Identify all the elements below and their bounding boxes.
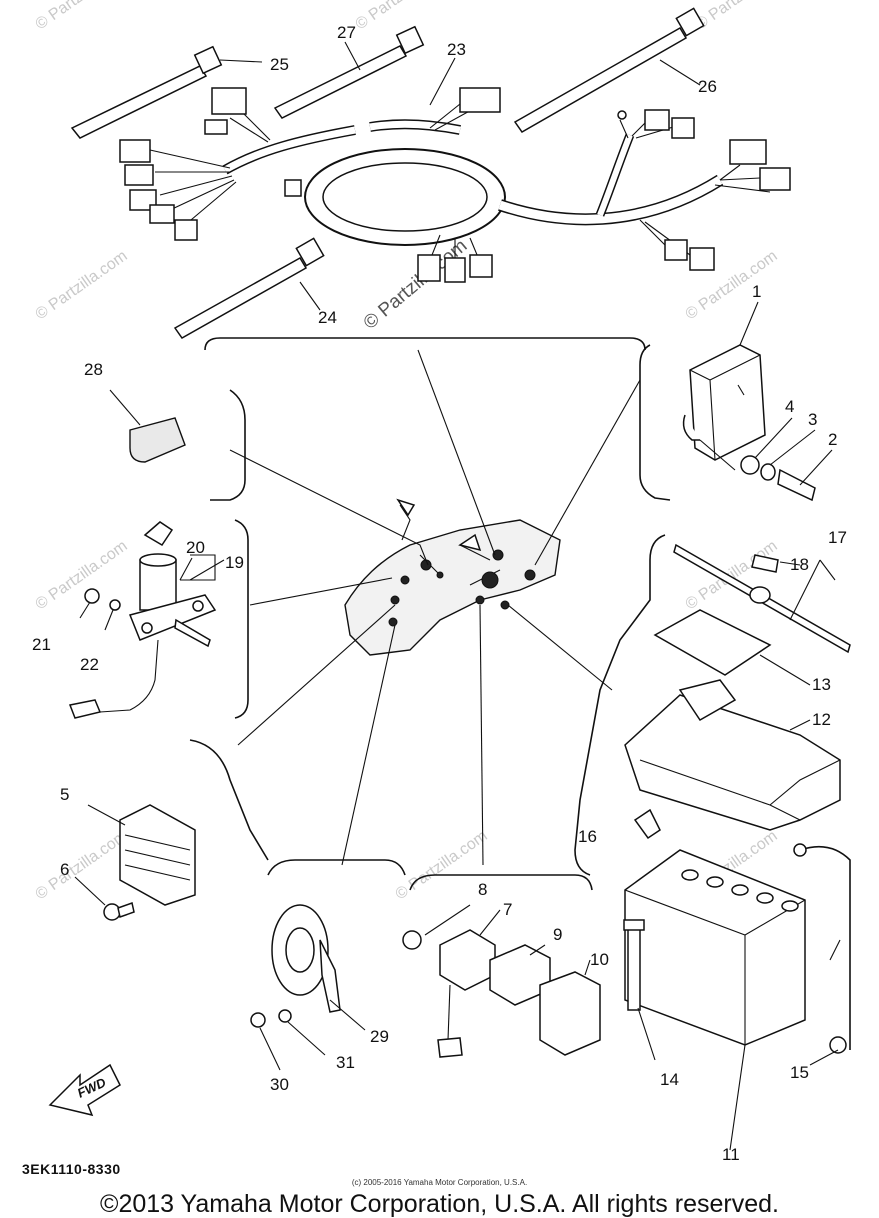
callout-leaders [179, 41, 833, 731]
watermark: © Partzilla.com [33, 248, 131, 324]
callout-9: 9 [553, 925, 562, 944]
callout-13: 13 [812, 675, 831, 694]
watermark: © Partzilla.com [33, 0, 131, 33]
frame-silhouette [344, 498, 561, 656]
callout-labels: 1 2 3 4 5 6 7 8 9 10 11 12 13 14 15 16 1… [32, 23, 847, 1164]
callout-14: 14 [660, 1070, 679, 1089]
leader-lines [229, 349, 641, 866]
callout-27: 27 [337, 23, 356, 42]
callout-16: 16 [578, 827, 597, 846]
callout-6: 6 [60, 860, 69, 879]
callout-7: 7 [503, 900, 512, 919]
callout-30: 30 [270, 1075, 289, 1094]
wire-harness-group [119, 87, 791, 283]
callout-3: 3 [808, 410, 817, 429]
callout-20: 20 [186, 538, 205, 557]
watermark: © Partzilla.com [693, 0, 791, 33]
callout-1: 1 [752, 282, 761, 301]
watermark: © Partzilla.com [353, 0, 451, 33]
callout-21: 21 [32, 635, 51, 654]
callout-28: 28 [84, 360, 103, 379]
callout-17: 17 [828, 528, 847, 547]
callout-22: 22 [80, 655, 99, 674]
rectifier-group [74, 739, 269, 921]
part-28-cap [109, 389, 186, 463]
callout-5: 5 [60, 785, 69, 804]
callout-11: 11 [722, 1145, 740, 1164]
callout-29: 29 [370, 1027, 389, 1046]
brace-28 [210, 389, 246, 501]
main-switch-group [68, 519, 249, 719]
battery-group [574, 534, 851, 1151]
callout-10: 10 [590, 950, 609, 969]
harness-brace [204, 337, 646, 351]
cdi-unit-group [639, 344, 816, 502]
small-copyright: (c) 2005-2016 Yamaha Motor Corporation, … [351, 1178, 528, 1187]
callout-31: 31 [336, 1053, 355, 1072]
callout-8: 8 [478, 880, 487, 899]
horn-group [250, 859, 406, 1071]
callout-2: 2 [828, 430, 837, 449]
fwd-arrow: FWD [48, 1063, 121, 1117]
relays-group [402, 874, 601, 1058]
cable-ties [70, 7, 705, 339]
callout-19: 19 [225, 553, 244, 572]
callout-25: 25 [270, 55, 289, 74]
watermark: © Partzilla.com [393, 828, 491, 904]
watermark: © Partzilla.com [33, 828, 131, 904]
callout-23: 23 [447, 40, 466, 59]
callout-24: 24 [318, 308, 337, 327]
main-copyright: ©2013 Yamaha Motor Corporation, U.S.A. A… [100, 1190, 779, 1218]
callout-26: 26 [698, 77, 717, 96]
callout-12: 12 [812, 710, 831, 729]
diagram-code: 3EK1110-8330 [22, 1161, 121, 1177]
callout-15: 15 [790, 1063, 809, 1082]
callout-4: 4 [785, 397, 794, 416]
